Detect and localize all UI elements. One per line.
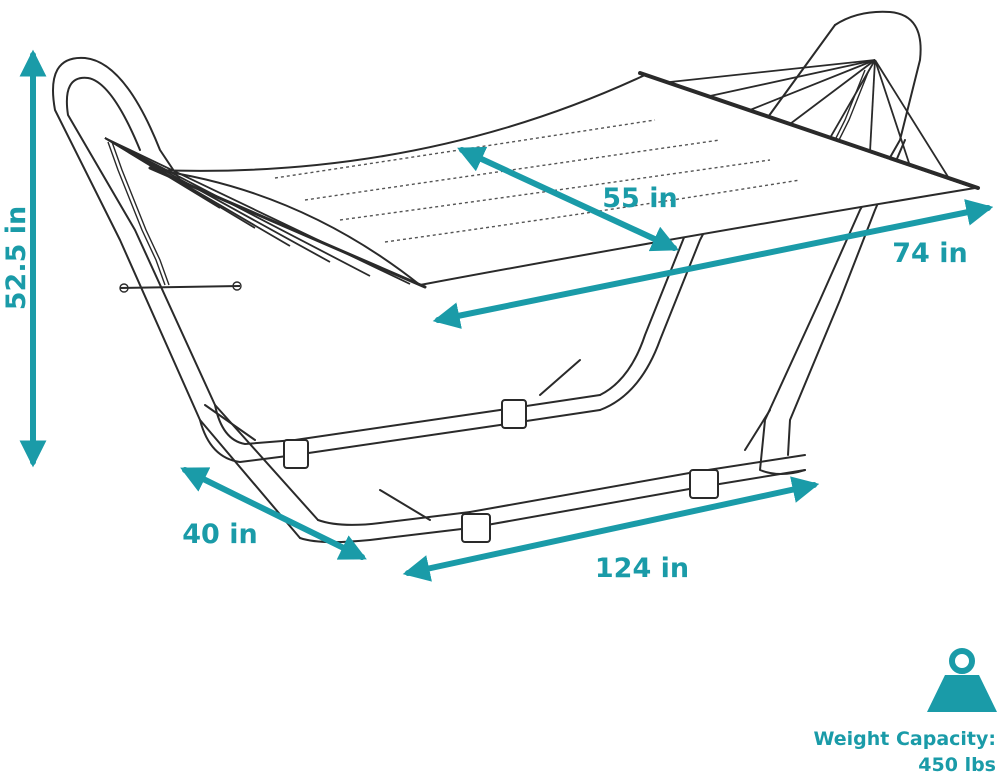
stand-frame: [52, 10, 922, 544]
hammock-ropes: [104, 59, 951, 285]
base-depth-label: 40 in: [182, 519, 257, 550]
base-length-label: 124 in: [595, 553, 689, 584]
weight-capacity-value: 450 lbs: [918, 754, 996, 776]
dimension-arrows: [19, 49, 994, 582]
hanging-chains: [107, 69, 870, 293]
weight-capacity-label: Weight Capacity:: [813, 728, 996, 750]
bed-length-arrow: [432, 199, 994, 329]
hammock-bed: [148, 71, 980, 289]
weight-icon: [927, 648, 997, 712]
bed-width-label: 55 in: [602, 183, 677, 214]
bed-length-label: 74 in: [892, 238, 967, 269]
base-length-arrow: [402, 476, 820, 582]
base-depth-arrow: [180, 467, 367, 560]
height-label: 52.5 in: [1, 206, 32, 311]
